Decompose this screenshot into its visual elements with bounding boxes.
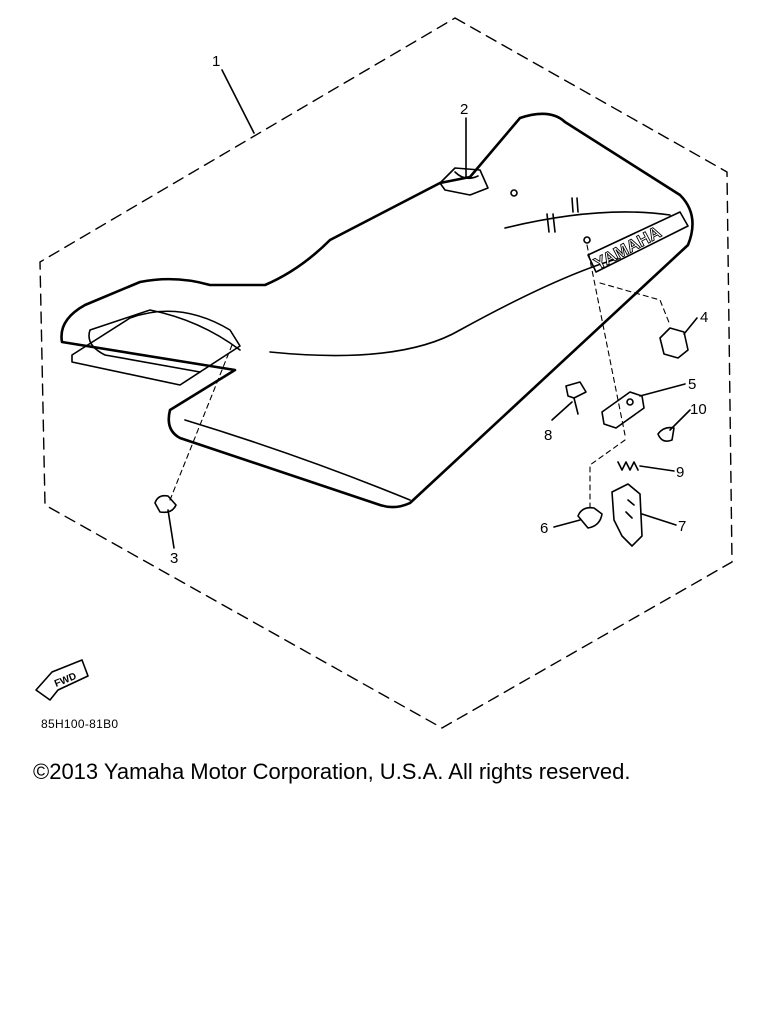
seat-side-curve	[504, 211, 671, 229]
part-6-collar	[577, 506, 603, 529]
seat-inner-trim	[88, 309, 241, 373]
callout-1: 1	[212, 53, 220, 70]
callout-4: 4	[700, 309, 708, 326]
guide-line	[169, 344, 233, 501]
callout-10: 10	[690, 401, 707, 418]
part-7-latch	[611, 483, 643, 547]
callout-9: 9	[676, 464, 684, 481]
callout-6: 6	[540, 520, 548, 537]
guide-line	[586, 244, 626, 436]
mount-hole	[510, 189, 518, 197]
leader-5	[639, 383, 686, 397]
part-5-bracket	[601, 391, 645, 429]
leader-10	[669, 409, 691, 431]
seat-pocket	[71, 310, 241, 386]
callout-5: 5	[688, 376, 696, 393]
leader-8	[551, 401, 573, 421]
mount-stud	[546, 213, 556, 233]
guide-line	[589, 439, 626, 511]
part-10-clip	[657, 426, 675, 442]
part-9-spring	[617, 461, 639, 471]
diagram-code: 85H100-81B0	[41, 717, 119, 731]
assembly-boundary	[39, 17, 733, 729]
seat-outline	[60, 112, 694, 509]
seat-edge-ridge	[184, 419, 411, 501]
leader-3	[167, 509, 175, 549]
callout-8: 8	[544, 427, 552, 444]
seat-ridge-line	[269, 257, 621, 357]
leader-4	[683, 317, 698, 335]
callout-3: 3	[170, 550, 178, 567]
part-3-grommet	[154, 494, 177, 514]
callout-7: 7	[678, 518, 686, 535]
mount-hole	[583, 236, 591, 244]
part-8-bolt	[565, 381, 587, 415]
fwd-arrow-icon: FWD	[35, 659, 89, 701]
part-4-cap	[659, 327, 689, 359]
guide-line	[599, 282, 671, 326]
seat-brand-panel: YAMAHA	[587, 211, 689, 274]
leader-9	[639, 465, 675, 472]
mount-stud	[571, 197, 579, 213]
copyright-notice: ©2013 Yamaha Motor Corporation, U.S.A. A…	[33, 759, 631, 784]
leader-7	[641, 513, 677, 526]
leader-6	[553, 519, 581, 528]
leader-1	[221, 69, 255, 134]
callout-2: 2	[460, 101, 468, 118]
